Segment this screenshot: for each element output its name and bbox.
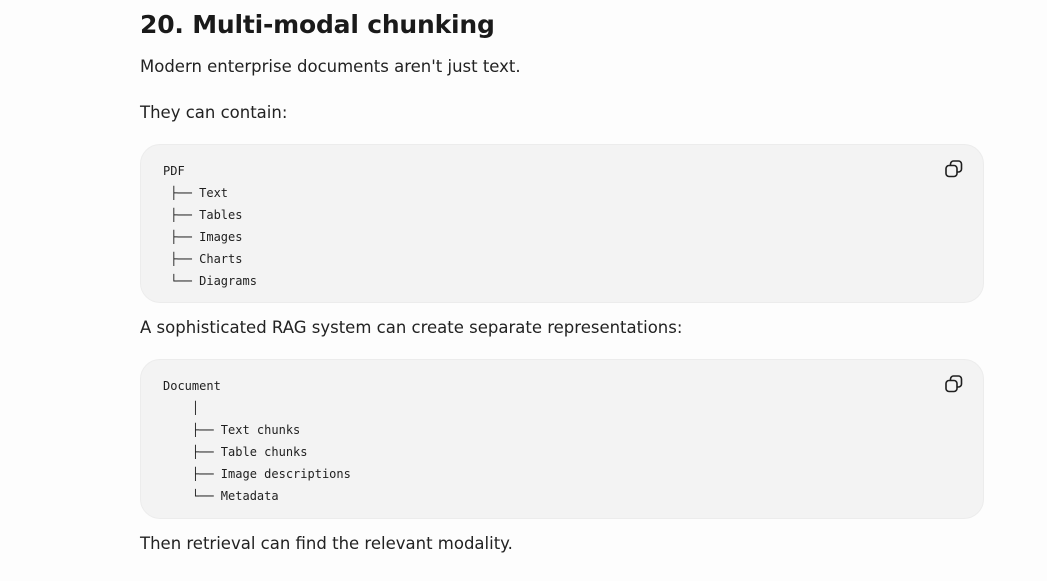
copy-button[interactable] — [943, 158, 965, 180]
code-line: └── Diagrams — [163, 274, 257, 288]
code-content: PDF ├── Text ├── Tables ├── Images ├── C… — [163, 160, 257, 292]
code-line: ├── Image descriptions — [163, 467, 351, 481]
code-line: ├── Text chunks — [163, 423, 301, 437]
code-line: │ — [163, 401, 200, 415]
code-line: ├── Text — [163, 186, 229, 200]
code-line: ├── Charts — [163, 252, 243, 266]
code-line: ├── Table chunks — [163, 445, 308, 459]
contain-paragraph: They can contain: — [140, 103, 288, 122]
code-content: Document │ ├── Text chunks ├── Table chu… — [163, 375, 351, 507]
code-block-document: Document │ ├── Text chunks ├── Table chu… — [140, 359, 984, 519]
section-heading: 20. Multi-modal chunking — [140, 10, 495, 39]
code-line: PDF — [163, 164, 185, 178]
copy-button[interactable] — [943, 373, 965, 395]
code-block-pdf: PDF ├── Text ├── Tables ├── Images ├── C… — [140, 144, 984, 303]
closing-paragraph: Then retrieval can find the relevant mod… — [140, 534, 513, 553]
code-line: └── Metadata — [163, 489, 279, 503]
rag-paragraph: A sophisticated RAG system can create se… — [140, 318, 683, 337]
code-line: ├── Tables — [163, 208, 243, 222]
intro-paragraph: Modern enterprise documents aren't just … — [140, 57, 521, 76]
copy-icon — [945, 160, 963, 178]
code-line: ├── Images — [163, 230, 243, 244]
code-line: Document — [163, 379, 221, 393]
copy-icon — [945, 375, 963, 393]
